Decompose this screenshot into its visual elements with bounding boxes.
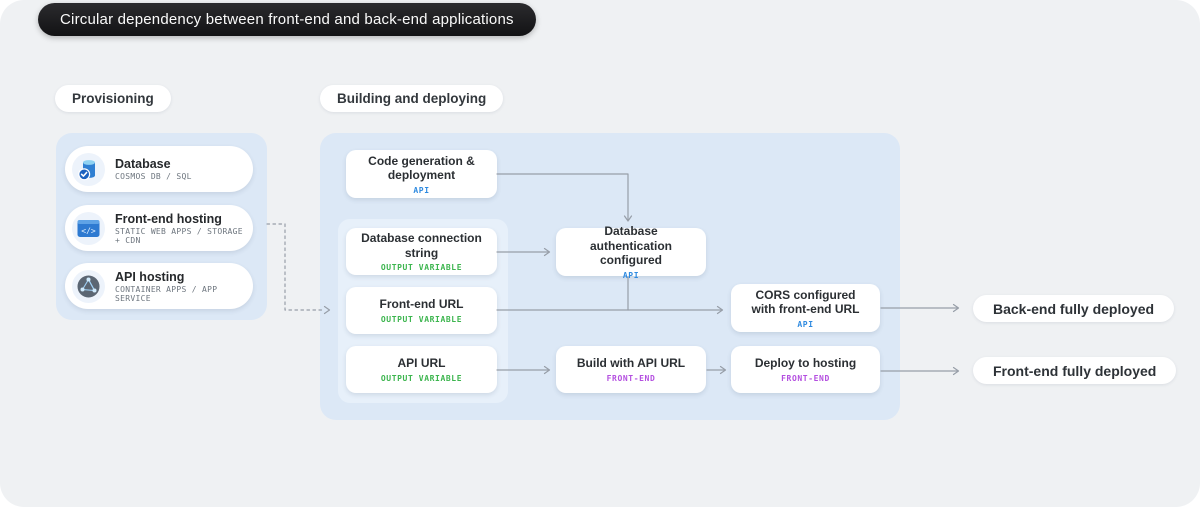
card-frontend-hosting: </> Front-end hosting STATIC WEB APPS / … xyxy=(65,205,253,251)
diagram-title: Circular dependency between front-end an… xyxy=(38,3,536,36)
node-cors-line2: with front-end URL xyxy=(751,302,860,316)
node-build-title: Build with API URL xyxy=(576,356,686,371)
card-api-hosting: API hosting CONTAINER APPS / APP SERVICE xyxy=(65,263,253,309)
node-frontend-url-title: Front-end URL xyxy=(379,297,464,312)
card-database-title: Database xyxy=(115,157,171,171)
node-build-with-api-url: Build with API URL FRONT-END xyxy=(556,346,706,393)
node-db-connection-string-tag: OUTPUT VARIABLE xyxy=(380,263,463,272)
card-database: Database COSMOS DB / SQL xyxy=(65,146,253,192)
node-code-generation-tag: API xyxy=(413,185,430,195)
node-cors-configured: CORS configured with front-end URL API xyxy=(731,284,880,332)
node-code-generation: Code generation & deployment API xyxy=(346,150,497,198)
card-api-hosting-title: API hosting xyxy=(115,269,185,284)
node-db-auth-line1: Database authentication xyxy=(589,224,672,253)
node-db-connection-string-title: Database connection string xyxy=(361,231,482,260)
node-frontend-url: Front-end URL OUTPUT VARIABLE xyxy=(346,287,497,334)
node-deploy-title: Deploy to hosting xyxy=(754,356,857,371)
node-db-auth-configured: Database authentication configured API xyxy=(556,224,706,280)
card-frontend-hosting-title: Front-end hosting xyxy=(115,211,222,226)
node-deploy-to-hosting: Deploy to hosting FRONT-END xyxy=(731,346,880,393)
card-api-hosting-subtitle: CONTAINER APPS / APP SERVICE xyxy=(115,284,218,303)
section-label-building: Building and deploying xyxy=(320,85,504,112)
node-db-connection-string: Database connection string OUTPUT VARIAB… xyxy=(346,228,497,275)
card-database-subtitle: COSMOS DB / SQL xyxy=(115,172,192,181)
node-cors-tag: API xyxy=(797,319,814,329)
node-code-generation-line1: Code generation & xyxy=(368,153,475,168)
outcome-backend-deployed: Back-end fully deployed xyxy=(973,295,1175,322)
node-frontend-url-tag: OUTPUT VARIABLE xyxy=(380,314,463,324)
node-cors-line1: CORS configured xyxy=(755,287,856,302)
node-code-generation-line2: deployment xyxy=(387,168,456,182)
code-window-icon: </> xyxy=(72,211,105,245)
node-build-tag: FRONT-END xyxy=(606,373,656,383)
globe-network-icon xyxy=(72,269,105,303)
node-deploy-tag: FRONT-END xyxy=(781,373,830,383)
database-icon xyxy=(72,152,105,186)
node-api-url-title: API URL xyxy=(397,356,446,371)
node-db-auth-line2: configured xyxy=(600,253,662,268)
node-api-url-tag: OUTPUT VARIABLE xyxy=(380,373,463,383)
section-label-provisioning: Provisioning xyxy=(55,85,171,112)
node-api-url: API URL OUTPUT VARIABLE xyxy=(346,346,497,393)
outcome-frontend-deployed: Front-end fully deployed xyxy=(973,357,1177,384)
svg-text:</>: </> xyxy=(81,226,96,235)
node-db-auth-tag: API xyxy=(622,270,640,280)
card-frontend-hosting-subtitle: STATIC WEB APPS / STORAGE + CDN xyxy=(115,226,243,245)
